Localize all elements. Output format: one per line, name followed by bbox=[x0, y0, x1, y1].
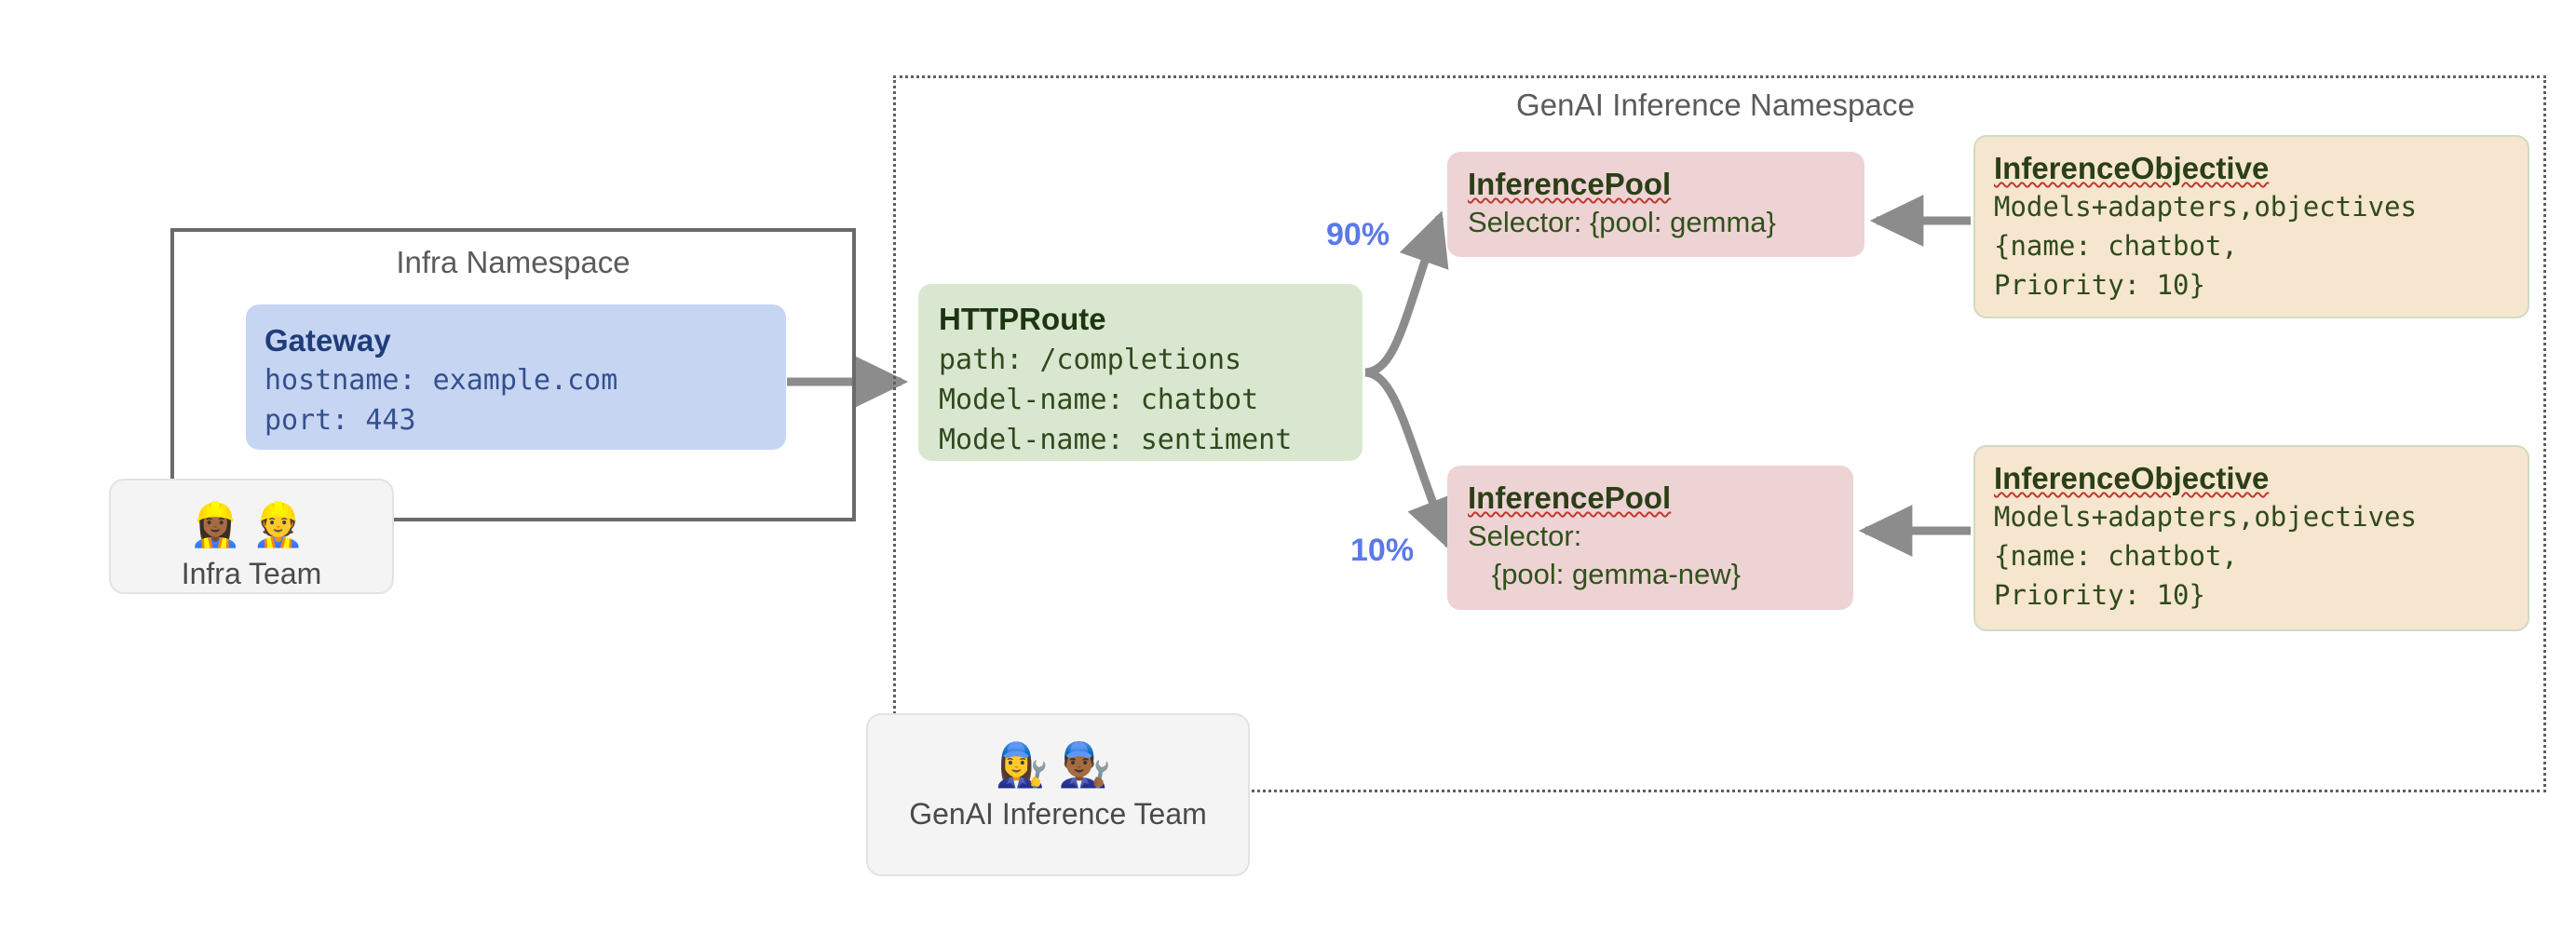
inferencepool-gemma-node[interactable]: InferencePool Selector: {pool: gemma} bbox=[1447, 152, 1864, 257]
inferenceobjective-top-priority: Priority: 10} bbox=[1994, 269, 2205, 301]
inferencepool-gemma-new-node[interactable]: InferencePool Selector: {pool: gemma-new… bbox=[1447, 466, 1853, 610]
gateway-node[interactable]: Gateway hostname: example.com port: 443 bbox=[246, 304, 786, 450]
inferenceobjective-top-name: {name: chatbot, bbox=[1994, 230, 2238, 262]
gateway-title: Gateway bbox=[264, 323, 391, 358]
inferenceobjective-bottom-node[interactable]: InferenceObjective Models+adapters,objec… bbox=[1973, 445, 2529, 631]
httproute-node[interactable]: HTTPRoute path: /completions Model-name:… bbox=[918, 284, 1363, 461]
inferenceobjective-bottom-name: {name: chatbot, bbox=[1994, 540, 2238, 572]
infra-namespace-title: Infra Namespace bbox=[396, 245, 630, 279]
inferencepool-gemma-title: InferencePool bbox=[1468, 167, 1672, 201]
genai-inference-team-card[interactable]: 👩‍🔧👨🏾‍🔧 GenAI Inference Team bbox=[866, 713, 1250, 876]
inferenceobjective-bottom-title: InferenceObjective bbox=[1994, 461, 2270, 495]
infra-namespace-boundary bbox=[170, 228, 856, 521]
httproute-path: path: /completions bbox=[939, 344, 1242, 376]
gateway-port: port: 443 bbox=[264, 404, 416, 437]
inferencepool-gemma-selector: Selector: {pool: gemma} bbox=[1468, 206, 1776, 238]
infra-team-card[interactable]: 👷🏾‍♀️👷 Infra Team bbox=[109, 479, 394, 594]
httproute-model-name-sentiment: Model-name: sentiment bbox=[939, 424, 1293, 456]
split-weight-90-label: 90% bbox=[1326, 217, 1390, 252]
genai-inference-team-label: GenAI Inference Team bbox=[909, 797, 1207, 831]
mechanic-icon: 👩‍🔧👨🏾‍🔧 bbox=[995, 740, 1121, 789]
genai-inference-namespace-title: GenAI Inference Namespace bbox=[1515, 88, 1916, 122]
inferencepool-gemma-new-selector-label: Selector: bbox=[1468, 520, 1582, 552]
httproute-model-name-chatbot: Model-name: chatbot bbox=[939, 384, 1259, 416]
httproute-title: HTTPRoute bbox=[939, 302, 1106, 336]
construction-worker-icon: 👷🏾‍♀️👷 bbox=[188, 500, 315, 548]
gateway-hostname: hostname: example.com bbox=[264, 364, 618, 397]
split-weight-10-label: 10% bbox=[1350, 533, 1415, 568]
inferenceobjective-top-node[interactable]: InferenceObjective Models+adapters,objec… bbox=[1973, 135, 2529, 318]
inferencepool-gemma-new-title: InferencePool bbox=[1468, 480, 1672, 515]
inferenceobjective-top-title: InferenceObjective bbox=[1994, 151, 2270, 185]
inferenceobjective-bottom-models: Models+adapters,objectives bbox=[1994, 501, 2417, 533]
inferenceobjective-bottom-priority: Priority: 10} bbox=[1994, 579, 2205, 611]
infra-team-label: Infra Team bbox=[181, 557, 322, 590]
genai-inference-namespace-boundary bbox=[893, 75, 2546, 792]
inferencepool-gemma-new-selector-value: {pool: gemma-new} bbox=[1468, 558, 1741, 590]
inferenceobjective-top-models: Models+adapters,objectives bbox=[1994, 191, 2417, 223]
